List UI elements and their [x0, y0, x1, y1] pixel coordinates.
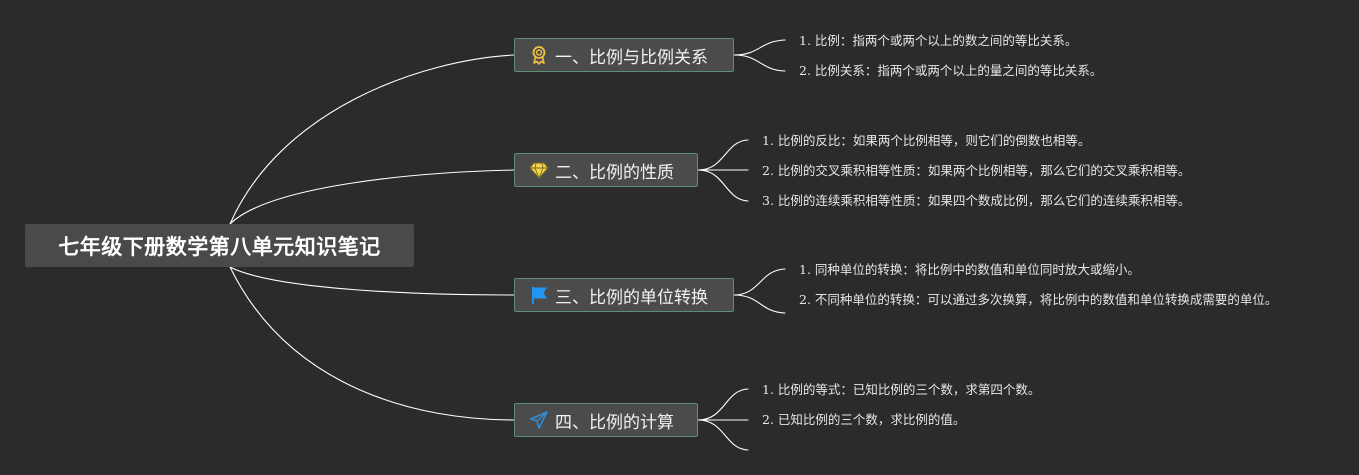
connector-b1-leaf-2	[733, 54, 786, 72]
leaf-3-1[interactable]: 1. 同种单位的转换：将比例中的数值和单位同时放大或缩小。	[799, 262, 1140, 277]
connector-b3-leaf-1	[733, 268, 786, 296]
connector-root-branch-4	[229, 266, 515, 421]
connector-b1-leaf-1	[733, 39, 786, 56]
branch-label-1: 一、比例与比例关系	[555, 47, 708, 68]
root-topic[interactable]: 七年级下册数学第八单元知识笔记	[25, 224, 414, 267]
branch-topic-3[interactable]: 三、比例的单位转换	[514, 278, 734, 312]
branch-topic-1[interactable]: 一、比例与比例关系	[514, 38, 734, 72]
connector-root-branch-3	[229, 266, 515, 296]
leaf-2-3[interactable]: 3. 比例的连续乘积相等性质：如果四个数成比例，那么它们的连续乘积相等。	[762, 193, 1191, 208]
leaf-1-2[interactable]: 2. 比例关系：指两个或两个以上的量之间的等比关系。	[799, 63, 1103, 78]
branch-label-4: 四、比例的计算	[555, 412, 674, 433]
flag-icon	[529, 285, 549, 305]
connector-b3-leaf-2	[733, 294, 786, 314]
award-medal-icon	[529, 45, 549, 65]
connector-b4-leaf-3	[697, 419, 749, 451]
leaf-4-1[interactable]: 1. 比例的等式：已知比例的三个数，求第四个数。	[762, 382, 1041, 397]
connector-b2-leaf-1	[697, 139, 749, 171]
diamond-icon	[529, 160, 549, 180]
connector-root-branch-1	[229, 54, 515, 225]
leaf-2-1[interactable]: 1. 比例的反比：如果两个比例相等，则它们的倒数也相等。	[762, 133, 1091, 148]
connector-b4-leaf-1	[697, 388, 749, 421]
connector-b2-leaf-3	[697, 169, 749, 202]
root-title: 七年级下册数学第八单元知识笔记	[58, 234, 381, 259]
branch-topic-2[interactable]: 二、比例的性质	[514, 153, 698, 187]
branch-topic-4[interactable]: 四、比例的计算	[514, 403, 698, 437]
connector-root-branch-2	[229, 169, 515, 225]
leaf-1-1[interactable]: 1. 比例：指两个或两个以上的数之间的等比关系。	[799, 33, 1078, 48]
leaf-2-2[interactable]: 2. 比例的交叉乘积相等性质：如果两个比例相等，那么它们的交叉乘积相等。	[762, 163, 1191, 178]
paper-plane-icon	[529, 410, 549, 430]
leaf-4-2[interactable]: 2. 已知比例的三个数，求比例的值。	[762, 412, 966, 427]
branch-label-3: 三、比例的单位转换	[555, 287, 708, 308]
branch-label-2: 二、比例的性质	[555, 162, 674, 183]
leaf-3-2[interactable]: 2. 不同种单位的转换：可以通过多次换算，将比例中的数值和单位转换成需要的单位。	[799, 292, 1278, 307]
